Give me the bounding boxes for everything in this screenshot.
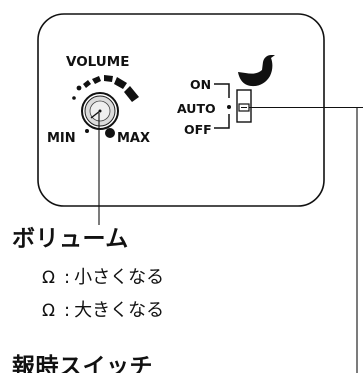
rotate-left-icon: Ω [42,268,55,288]
switch-off-label: OFF [184,122,212,137]
rotate-right-icon: Ω [42,301,55,321]
switch-auto-label: AUTO [177,101,216,116]
min-label: MIN [47,131,76,146]
volume-legend-increase: Ω:大きくなる [42,302,164,320]
volume-scale [72,75,139,102]
panel-outline [37,13,325,207]
volume-knob[interactable] [81,92,119,130]
bird-icon [238,55,275,87]
auto-dot [227,105,231,109]
legend-text: 大きくなる [74,300,165,321]
switch-on-label: ON [190,77,211,92]
legend-separator: : [64,267,71,288]
min-dot [85,129,89,133]
max-label: MAX [117,131,150,146]
legend-text: 小さくなる [74,267,165,288]
legend-separator: : [64,300,71,321]
max-dot [105,128,115,138]
volume-label: VOLUME [66,54,129,70]
clock-switch-section-title: 報時スイッチ [12,354,153,373]
switch-position-markers [214,83,230,129]
volume-section-title: ボリューム [12,226,129,252]
volume-legend-decrease: Ω:小さくなる [42,269,164,287]
